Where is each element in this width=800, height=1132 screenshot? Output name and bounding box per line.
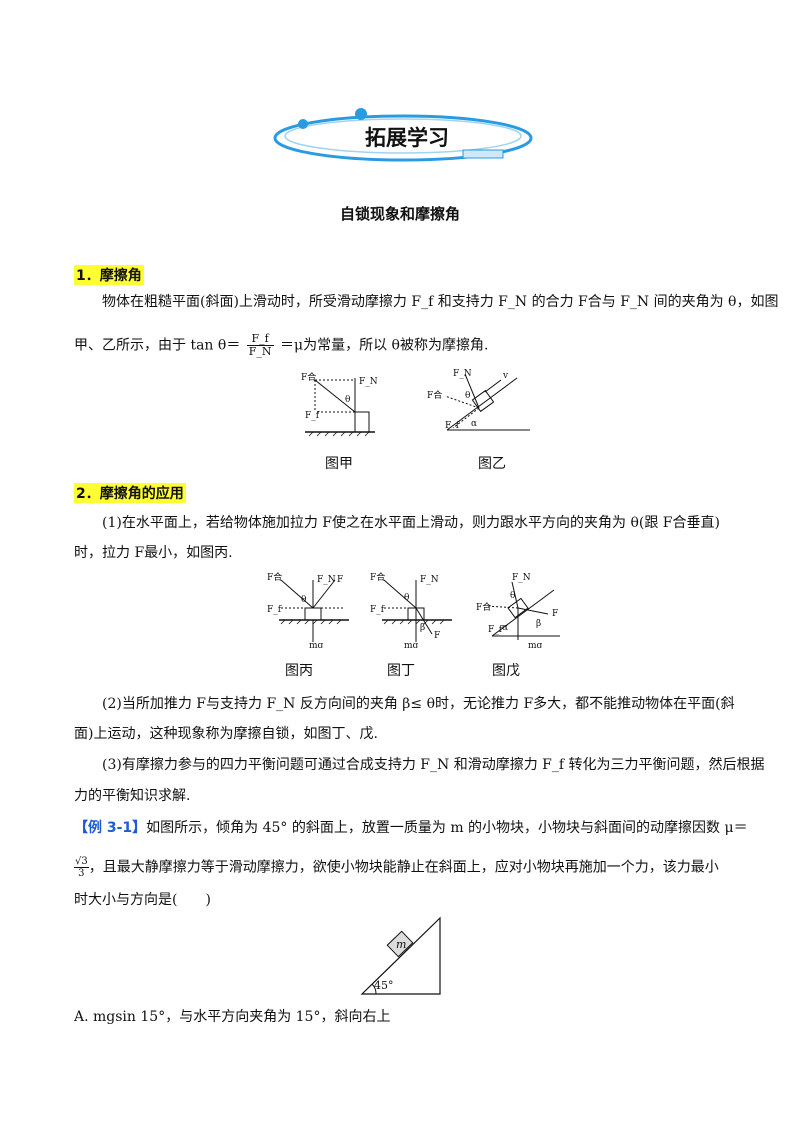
figure-caption: 图乙 xyxy=(478,456,506,472)
label-v: v xyxy=(502,371,509,381)
paragraph-line: 物体在粗糙平面(斜面)上滑动时，所受滑动摩擦力 F_f 和支持力 F_N 的合力… xyxy=(102,294,779,310)
figure-ding: F合 F_N F_f θ β F mg xyxy=(370,571,452,648)
text-segment: 甲、乙所示，由于 tan θ＝ xyxy=(74,337,241,354)
figure-caption: 图戊 xyxy=(492,663,520,679)
figure-caption: 图丙 xyxy=(285,663,313,679)
label-alpha: α xyxy=(471,419,477,429)
section-heading: 1．摩擦角 xyxy=(74,265,144,285)
option-a: A. mgsin 15°，与水平方向夹角为 15°，斜向右上 xyxy=(74,1009,391,1025)
example-line: 时大小与方向是( ) xyxy=(74,892,211,908)
text-segment: 如图所示，倾角为 45° 的斜面上，放置一质量为 m 的小物块，小物块与斜面间的… xyxy=(146,820,748,836)
paragraph-line: 力的平衡知识求解. xyxy=(74,788,191,804)
paragraph-line: 面)上运动，这种现象称为摩擦自锁，如图丁、戊. xyxy=(74,726,378,742)
label-ff: F_f xyxy=(445,421,460,431)
label-ff: F_f xyxy=(370,605,385,615)
example-tag: 【例 3-1】 xyxy=(74,820,147,836)
figure-wu: F_N F合 θ β F F_f α mg xyxy=(476,573,560,648)
label-f-he: F合 xyxy=(267,571,282,583)
label-ff: F_f xyxy=(305,411,320,421)
label-fn: F_N xyxy=(512,573,531,583)
label-f-he: F合 xyxy=(476,601,491,613)
figure-caption: 图丁 xyxy=(387,663,415,679)
label-angle: 45° xyxy=(374,979,394,992)
label-f-he: F合 xyxy=(301,371,316,383)
label-f-he: F合 xyxy=(427,389,442,401)
figure-caption: 图甲 xyxy=(325,456,353,472)
section-heading: 2．摩擦角的应用 xyxy=(74,483,186,503)
label-theta: θ xyxy=(345,395,350,405)
example-figure: m 45° xyxy=(360,916,441,995)
example-line: 【例 3-1】如图所示，倾角为 45° 的斜面上，放置一质量为 m 的小物块，小… xyxy=(74,818,748,838)
fraction-denominator: F_N xyxy=(248,345,272,358)
page-subtitle: 自锁现象和摩擦角 xyxy=(340,205,461,223)
label-f: F xyxy=(337,575,343,585)
fraction: F_f F_N xyxy=(246,333,274,358)
label-fn: F_N xyxy=(420,575,439,585)
fraction-numerator: F_f xyxy=(246,333,274,346)
label-mg: mg xyxy=(309,641,324,648)
figure-jia: F合 F_N F_f θ xyxy=(301,371,378,437)
fraction-denominator: 3 xyxy=(78,868,85,879)
label-f: F xyxy=(552,609,558,619)
label-mg: mg xyxy=(404,641,419,648)
text-segment: ＝μ为常量，所以 θ被称为摩擦角. xyxy=(280,337,489,354)
label-fn: F_N xyxy=(317,575,336,585)
figure-yi: F_N v F合 θ F_f α xyxy=(427,369,530,431)
label-ff: F_f xyxy=(267,605,282,615)
label-fn: F_N xyxy=(359,377,378,387)
text-segment: ，且最大静摩擦力等于滑动摩擦力，欲使小物块能静止在斜面上，应对小物块再施加一个力… xyxy=(88,859,719,876)
label-mass: m xyxy=(396,938,406,951)
paragraph-line: 时，拉力 F最小，如图丙. xyxy=(74,545,233,561)
label-f-he: F合 xyxy=(370,571,385,583)
label-theta: θ xyxy=(301,595,306,605)
fraction-numerator: √3 xyxy=(74,856,89,868)
paragraph-line: (3)有摩擦力参与的四力平衡问题可通过合成支持力 F_N 和滑动摩擦力 F_f … xyxy=(102,757,765,773)
label-beta: β xyxy=(536,619,541,629)
label-theta: θ xyxy=(404,593,409,603)
paragraph-line: 甲、乙所示，由于 tan θ＝ F_f F_N ＝μ为常量，所以 θ被称为摩擦角… xyxy=(74,333,488,358)
banner-ornament-icon xyxy=(273,108,533,162)
label-mg: mg xyxy=(528,641,543,648)
banner: 拓展学习 xyxy=(265,100,535,170)
label-beta: β xyxy=(420,623,425,633)
label-theta: θ xyxy=(510,591,515,601)
label-fn: F_N xyxy=(453,369,472,379)
figure-bing: F合 F_N F F_f θ mg xyxy=(267,571,349,648)
label-alpha: α xyxy=(502,623,508,633)
example-line: √3 3 ，且最大静摩擦力等于滑动摩擦力，欲使小物块能静止在斜面上，应对小物块再… xyxy=(74,856,719,879)
fraction: √3 3 xyxy=(74,856,89,879)
paragraph-line: (1)在水平面上，若给物体施加拉力 F使之在水平面上滑动，则力跟水平方向的夹角为… xyxy=(102,515,720,531)
paragraph-line: (2)当所加推力 F与支持力 F_N 反方向间的夹角 β≤ θ时，无论推力 F多… xyxy=(102,696,735,712)
label-f: F xyxy=(434,631,440,641)
banner-title: 拓展学习 xyxy=(365,126,449,150)
label-theta: θ xyxy=(465,391,470,401)
label-ff: F_f xyxy=(488,625,503,635)
